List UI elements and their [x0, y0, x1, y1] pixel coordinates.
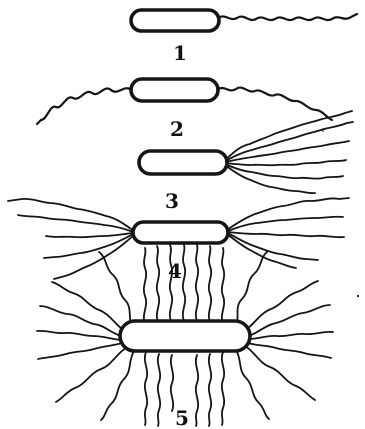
label-3: 3	[165, 189, 179, 213]
bacterium-3-cell	[139, 151, 227, 174]
speck	[322, 130, 324, 132]
bacterium-4-flagella-left	[8, 199, 134, 279]
bacterium-5: 5	[37, 245, 333, 429]
bacterium-2: 2	[37, 79, 332, 141]
bacterium-1-cell	[131, 10, 219, 31]
bacterium-2-flagellum-left	[37, 88, 131, 124]
bacterium-3-flagella-tuft	[225, 111, 353, 193]
bacterium-5-flagella-top	[52, 245, 318, 332]
print-specks	[322, 130, 359, 297]
label-2: 2	[170, 117, 184, 141]
bacterium-4-flagella-right	[227, 198, 349, 268]
bacterium-2-flagellum-right	[217, 88, 332, 120]
bacterium-4-cell	[133, 222, 228, 243]
label-5: 5	[175, 406, 189, 429]
label-1: 1	[173, 41, 187, 65]
bacterium-2-cell	[131, 79, 218, 101]
bacterium-5-cell	[120, 321, 250, 351]
speck	[357, 295, 359, 297]
bacterium-1-flagellum	[218, 14, 357, 20]
bacterium-1: 1	[131, 10, 357, 65]
